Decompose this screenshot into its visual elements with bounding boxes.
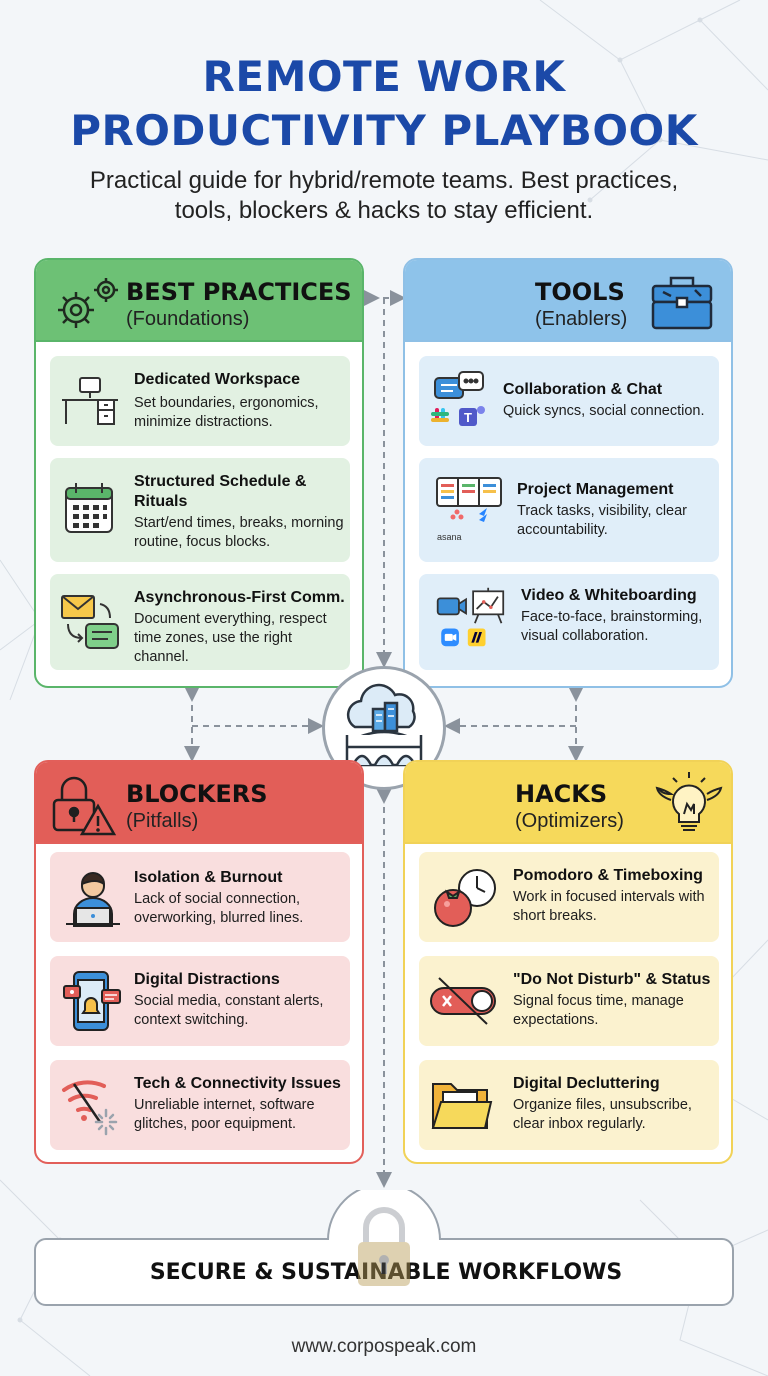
video-whiteboard-icon: [436, 587, 505, 647]
best-practices-title: BEST PRACTICES: [126, 278, 352, 306]
blockers-header: BLOCKERS (Pitfalls): [36, 762, 362, 844]
winged-lightbulb-icon: [655, 772, 723, 831]
phone-notifications-icon: [63, 971, 121, 1031]
card-dedicated-workspace: Dedicated Workspace Set boundaries, ergo…: [50, 356, 350, 446]
page-title: REMOTE WORK PRODUCTIVITY PLAYBOOK: [0, 50, 768, 158]
website-url: www.corpospeak.com: [291, 1336, 477, 1357]
padlock-icon: [327, 1190, 441, 1286]
card-title: Digital Distractions: [134, 971, 280, 988]
card-async-comm: Asynchronous-First Comm. Document everyt…: [50, 574, 350, 670]
card-description: Organize files, unsubscribe, clear inbox…: [513, 1097, 692, 1132]
hacks-header: HACKS (Optimizers): [405, 762, 731, 844]
blockers-subtitle: (Pitfalls): [126, 810, 199, 832]
card-title: Video & Whiteboarding: [521, 587, 697, 604]
card-description: Face-to-face, brainstorming, visual coll…: [521, 609, 703, 644]
card-title: Pomodoro & Timeboxing: [513, 867, 703, 884]
card-title: "Do Not Disturb" & Status: [513, 971, 711, 988]
card-title: Structured Schedule & Rituals: [134, 473, 307, 510]
tools-title: TOOLS: [535, 278, 625, 306]
card-title: Dedicated Workspace: [134, 371, 300, 388]
toolbox-icon: [651, 276, 713, 330]
calendar-icon: [65, 483, 113, 533]
card-description: Work in focused intervals with short bre…: [513, 889, 705, 924]
asana-logo-text: asana: [437, 532, 462, 542]
tools-subtitle: (Enablers): [535, 308, 628, 330]
broken-wifi-icon: [62, 1080, 118, 1136]
kanban-icon: [436, 477, 502, 522]
person-laptop-icon: [66, 872, 120, 927]
tools-panel: TOOLS (Enablers): [403, 258, 733, 688]
card-description: Track tasks, visibility, clear accountab…: [517, 503, 687, 538]
message-exchange-icon: [61, 595, 119, 649]
card-description: Lack of social connection, overworking, …: [134, 891, 304, 926]
card-description: Document everything, respect time zones,…: [134, 611, 327, 665]
blockers-panel: BLOCKERS (Pitfalls) Isolation & Burnout …: [34, 760, 364, 1164]
card-title: Collaboration & Chat: [503, 381, 663, 398]
tomato-clock-icon: [434, 869, 496, 927]
cloud-bridge-icon: [345, 683, 423, 767]
card-do-not-disturb: "Do Not Disturb" & Status Signal focus t…: [419, 956, 719, 1046]
best-practices-subtitle: (Foundations): [126, 308, 250, 330]
card-structured-schedule: Structured Schedule & Rituals Start/end …: [50, 458, 350, 562]
lock-warning-icon: [52, 776, 117, 836]
blockers-title: BLOCKERS: [126, 780, 268, 808]
hacks-title: HACKS: [515, 780, 608, 808]
card-video-whiteboarding: Video & Whiteboarding Face-to-face, brai…: [419, 574, 719, 670]
title-line-2: PRODUCTIVITY PLAYBOOK: [70, 106, 698, 155]
card-digital-distractions: Digital Distractions Social media, const…: [50, 956, 350, 1046]
hacks-subtitle: (Optimizers): [515, 810, 624, 832]
card-isolation-burnout: Isolation & Burnout Lack of social conne…: [50, 852, 350, 942]
dnd-toggle-icon: [430, 977, 496, 1025]
card-pomodoro: Pomodoro & Timeboxing Work in focused in…: [419, 852, 719, 942]
chat-icon: T: [431, 371, 485, 426]
card-title: Tech & Connectivity Issues: [134, 1075, 341, 1092]
page-subtitle: Practical guide for hybrid/remote teams.…: [89, 167, 679, 224]
best-practices-header: BEST PRACTICES (Foundations): [36, 260, 362, 342]
footer-text: SECURE & SUSTAINABLE WORKFLOWS: [149, 1260, 623, 1285]
svg-text:T: T: [464, 410, 472, 425]
card-description: Social media, constant alerts, context s…: [134, 993, 324, 1028]
card-digital-decluttering: Digital Decluttering Organize files, uns…: [419, 1060, 719, 1150]
card-collaboration-chat: T Collaboration & Chat Quick syncs, soci…: [419, 356, 719, 446]
footer-banner: SECURE & SUSTAINABLE WORKFLOWS: [34, 1238, 734, 1306]
card-description: Signal focus time, manage expectations.: [513, 993, 684, 1028]
hacks-panel: HACKS (Optimizers) Pomodoro & Timeboxing…: [403, 760, 733, 1164]
card-description: Start/end times, breaks, morning routine…: [134, 515, 344, 550]
hub-circle: [322, 666, 446, 790]
tools-header: TOOLS (Enablers): [405, 260, 731, 342]
card-title: Isolation & Burnout: [134, 869, 283, 886]
gears-icon: [58, 278, 118, 328]
best-practices-panel: BEST PRACTICES (Foundations) Dedicated W…: [34, 258, 364, 688]
card-description: Quick syncs, social connection.: [503, 403, 705, 419]
card-tech-connectivity: Tech & Connectivity Issues Unreliable in…: [50, 1060, 350, 1150]
title-line-1: REMOTE WORK: [202, 52, 566, 101]
folder-icon: [431, 1083, 493, 1129]
card-description: Unreliable internet, software glitches, …: [134, 1097, 315, 1132]
card-description: Set boundaries, ergonomics, minimize dis…: [134, 395, 319, 430]
card-title: Digital Decluttering: [513, 1075, 660, 1092]
card-title: Asynchronous-First Comm.: [134, 589, 345, 606]
card-project-management: Project Management Track tasks, visibili…: [419, 458, 719, 562]
card-title: Project Management: [517, 481, 674, 498]
desk-icon: [62, 377, 118, 425]
